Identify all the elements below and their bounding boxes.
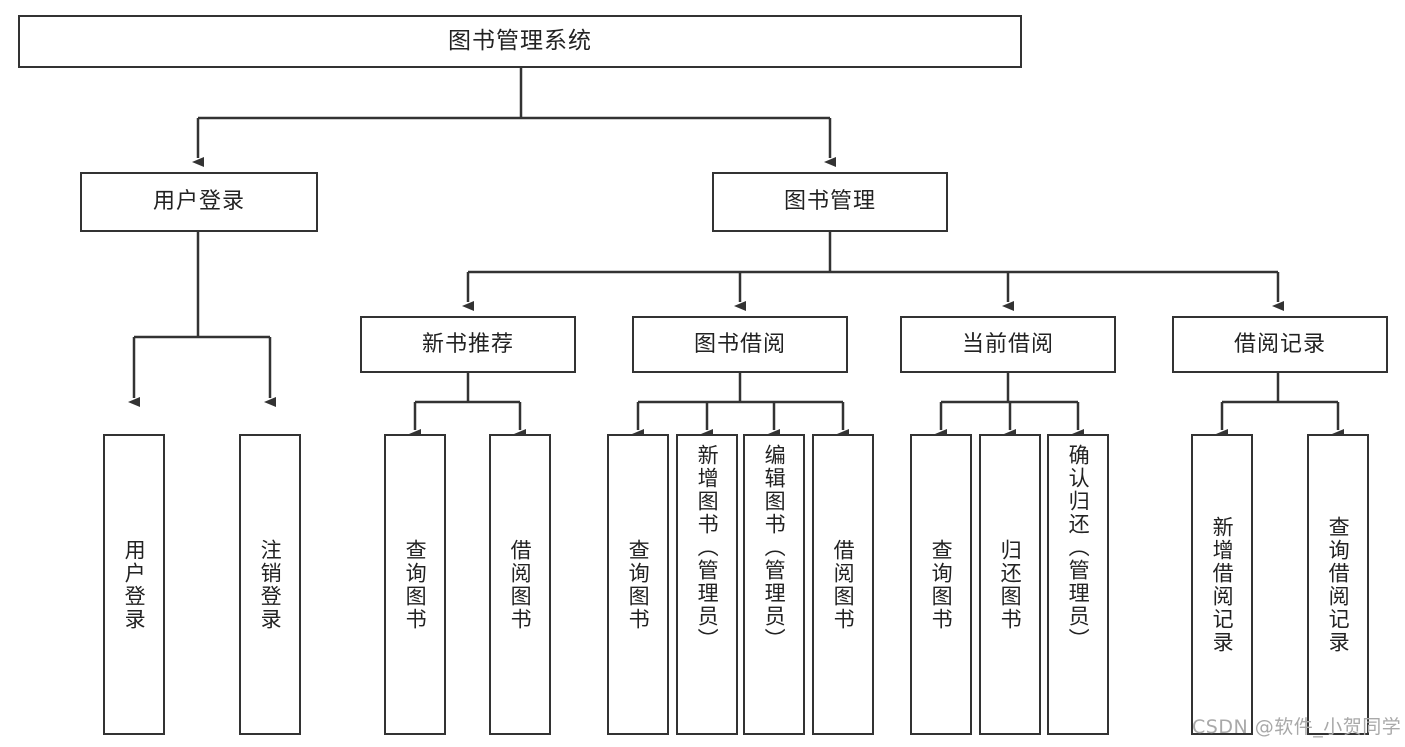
leaf-book-borrow-add[interactable]: 新增图书（管理员） [676, 434, 738, 735]
leaf-book-borrow-borrow[interactable]: 借阅图书 [812, 434, 874, 735]
leaf-user-login-signin[interactable]: 用户登录 [103, 434, 165, 735]
leaf-new-book-borrow[interactable]: 借阅图书 [489, 434, 551, 735]
watermark-text: CSDN @软件_小贺同学 [1192, 716, 1402, 738]
node-user-login[interactable]: 用户登录 [80, 172, 318, 232]
node-new-book-recommend[interactable]: 新书推荐 [360, 316, 576, 373]
node-book-borrow[interactable]: 图书借阅 [632, 316, 848, 373]
node-borrow-record[interactable]: 借阅记录 [1172, 316, 1388, 373]
leaf-user-login-signout[interactable]: 注销登录 [239, 434, 301, 735]
leaf-current-borrow-query[interactable]: 查询图书 [910, 434, 972, 735]
node-root-system[interactable]: 图书管理系统 [18, 15, 1022, 68]
leaf-book-borrow-query[interactable]: 查询图书 [607, 434, 669, 735]
leaf-new-book-query[interactable]: 查询图书 [384, 434, 446, 735]
leaf-current-borrow-confirm-return[interactable]: 确认归还（管理员） [1047, 434, 1109, 735]
leaf-current-borrow-return[interactable]: 归还图书 [979, 434, 1041, 735]
leaf-borrow-record-query[interactable]: 查询借阅记录 [1307, 434, 1369, 735]
node-current-borrow[interactable]: 当前借阅 [900, 316, 1116, 373]
node-book-management[interactable]: 图书管理 [712, 172, 948, 232]
leaf-book-borrow-edit[interactable]: 编辑图书（管理员） [743, 434, 805, 735]
leaf-borrow-record-add[interactable]: 新增借阅记录 [1191, 434, 1253, 735]
